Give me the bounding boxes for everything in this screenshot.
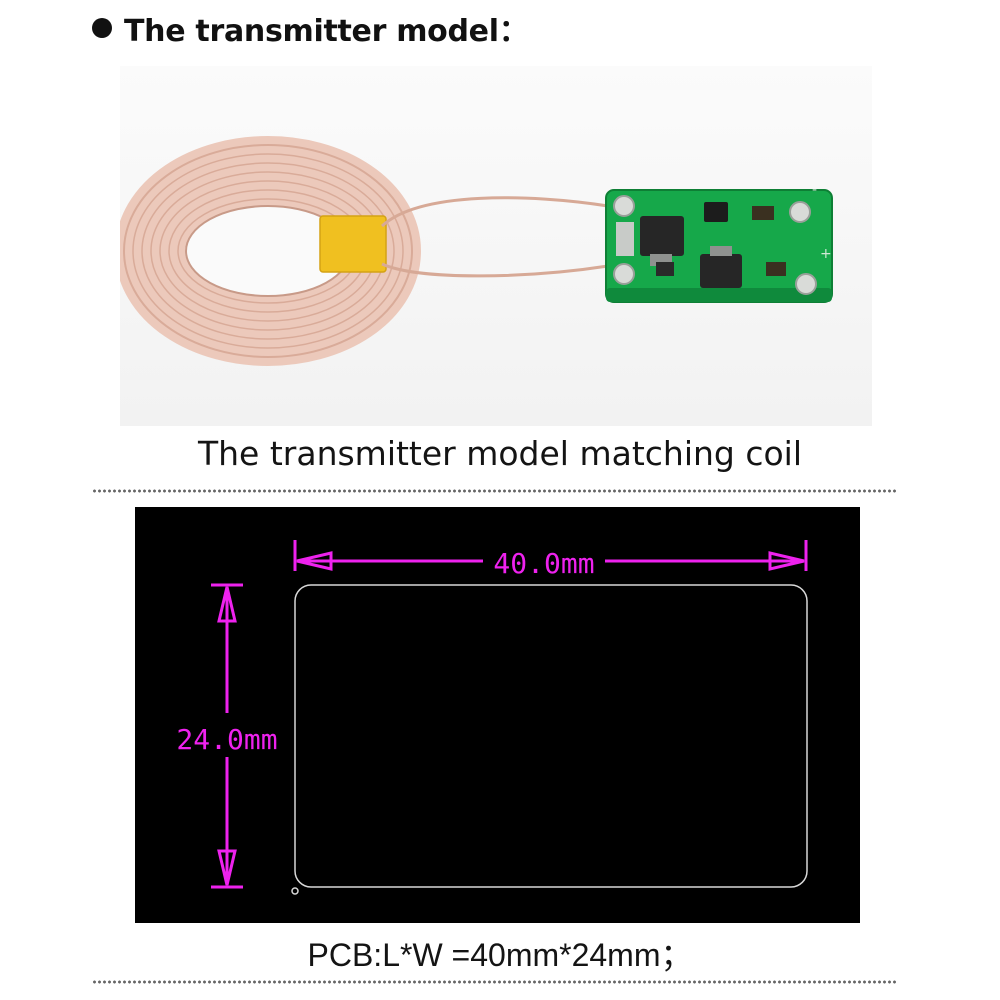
- pcb-outline: [294, 584, 808, 888]
- product-illustration: - +: [115, 136, 833, 366]
- arrow-right-icon: [768, 551, 805, 571]
- lead-wire: [381, 262, 609, 278]
- arrow-down-icon: [217, 849, 237, 886]
- length-label: 40.0mm: [493, 547, 594, 580]
- arrow-up-icon: [217, 586, 237, 623]
- bullet-icon: [92, 18, 112, 38]
- pcb-outline-svg: 40.0mm 24.0mm: [176, 540, 808, 895]
- green-pcb-module-icon: - +: [605, 182, 833, 303]
- lead-wire: [380, 196, 609, 228]
- width-dimension: [211, 583, 243, 889]
- section-heading: The transmitter model：: [92, 6, 529, 50]
- width-label: 24.0mm: [176, 723, 277, 756]
- tape-icon: [319, 215, 387, 273]
- product-photo: - +: [115, 66, 872, 426]
- arrow-left-icon: [296, 551, 333, 571]
- dotted-divider: [92, 978, 898, 986]
- pad-plus-label: +: [820, 246, 832, 262]
- origin-marker: [291, 887, 299, 895]
- pcb-dimension-drawing: 40.0mm 24.0mm: [135, 507, 860, 923]
- heading-text: The transmitter model：: [124, 14, 529, 49]
- dotted-divider: [92, 487, 898, 495]
- length-dimension: [293, 540, 808, 571]
- pad-minus-label: -: [812, 182, 817, 198]
- coil-caption: The transmitter model matching coil: [197, 434, 803, 473]
- pcb-size-caption: PCB:L*W =40mm*24mm；: [307, 937, 693, 973]
